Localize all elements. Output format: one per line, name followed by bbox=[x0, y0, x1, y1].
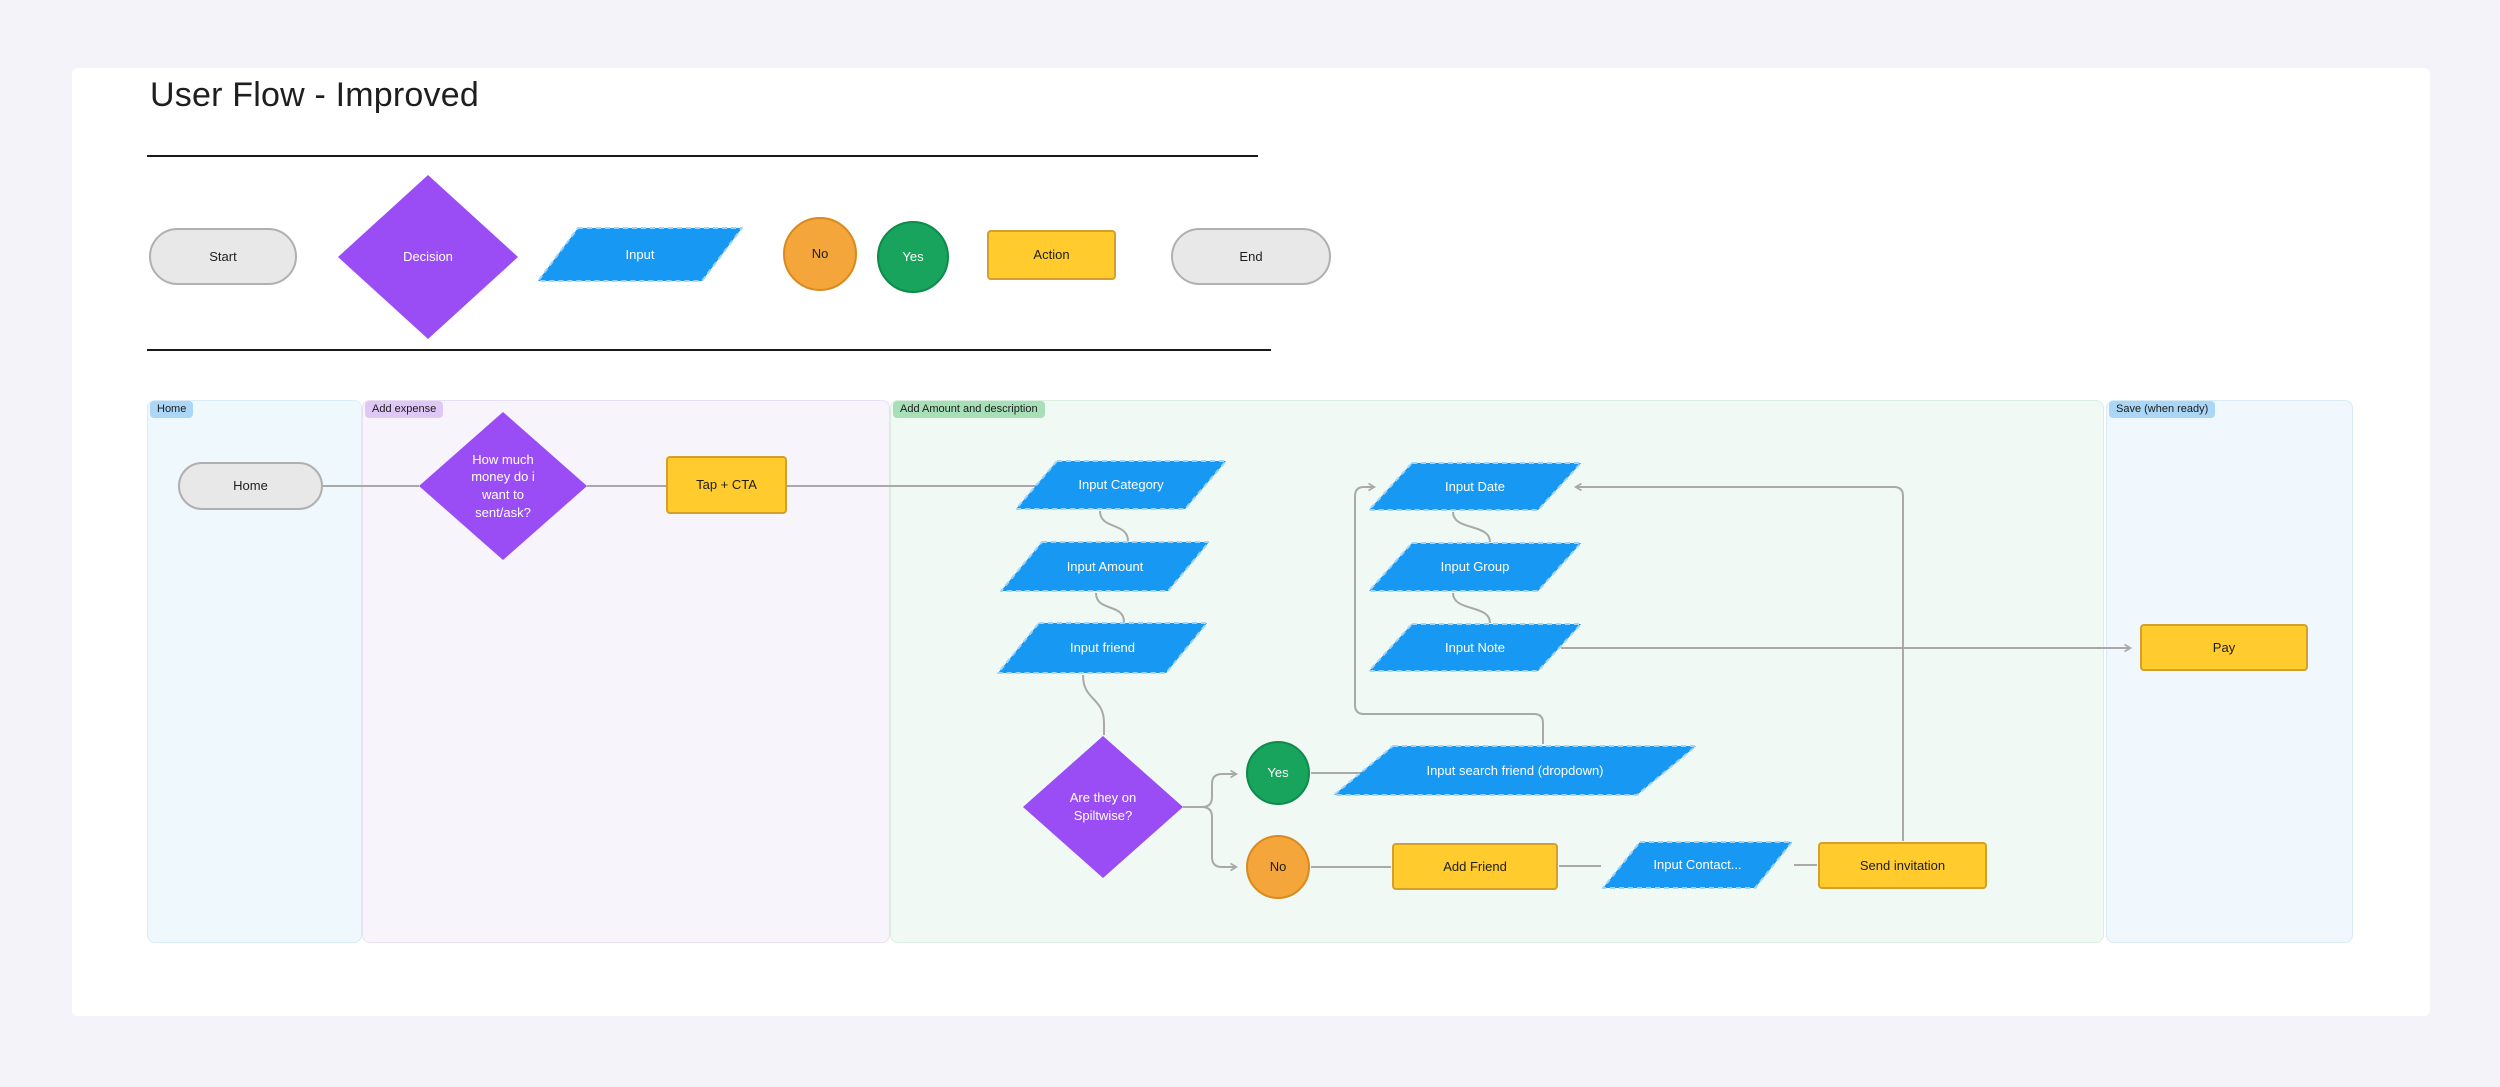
node-home[interactable]: Home bbox=[178, 462, 323, 510]
legend-action[interactable]: Action bbox=[987, 230, 1116, 280]
node-input-date[interactable]: Input Date bbox=[1368, 462, 1582, 511]
wire-friend-to-decision bbox=[1082, 674, 1105, 735]
node-input-group-label: Input Group bbox=[1440, 559, 1510, 575]
separator-line-2 bbox=[147, 349, 1271, 351]
node-input-category[interactable]: Input Category bbox=[1015, 460, 1227, 510]
node-no[interactable]: No bbox=[1246, 835, 1310, 899]
legend-start-label: Start bbox=[209, 248, 237, 264]
wire-searchfriend-to-inputdate bbox=[1354, 482, 1544, 744]
node-yes-label: Yes bbox=[1267, 765, 1289, 781]
legend-decision-label: Decision bbox=[403, 249, 453, 265]
node-input-contact[interactable]: Input Contact... bbox=[1602, 841, 1793, 889]
separator-line-1 bbox=[147, 155, 1258, 157]
legend-input[interactable]: Input bbox=[537, 227, 743, 282]
wire-decision-to-no bbox=[1183, 806, 1239, 872]
legend-input-label: Input bbox=[625, 246, 655, 262]
node-input-amount[interactable]: Input Amount bbox=[1000, 541, 1210, 592]
node-are-they-on-spiltwise-label: Are they on Spiltwise? bbox=[1069, 790, 1137, 823]
wire-group-to-note bbox=[1452, 592, 1491, 624]
node-input-note-label: Input Note bbox=[1445, 639, 1505, 655]
node-add-friend[interactable]: Add Friend bbox=[1392, 843, 1558, 890]
node-input-group[interactable]: Input Group bbox=[1368, 542, 1582, 592]
node-home-label: Home bbox=[233, 478, 268, 494]
node-tap-cta[interactable]: Tap + CTA bbox=[666, 456, 787, 514]
wire-date-to-group bbox=[1452, 511, 1491, 543]
legend-no-label: No bbox=[811, 246, 829, 262]
node-input-note[interactable]: Input Note bbox=[1368, 623, 1582, 672]
parallelogram-shape bbox=[997, 622, 1208, 674]
node-input-search-friend[interactable]: Input search friend (dropdown) bbox=[1333, 745, 1697, 796]
wire-category-to-amount bbox=[1099, 510, 1129, 542]
node-input-search-friend-label: Input search friend (dropdown) bbox=[1426, 762, 1604, 778]
node-yes[interactable]: Yes bbox=[1246, 741, 1310, 805]
parallelogram-shape bbox=[1368, 542, 1582, 592]
node-no-label: No bbox=[1269, 859, 1287, 875]
parallelogram-shape bbox=[1015, 460, 1227, 510]
section-add-amount-and-description-chip[interactable]: Add Amount and description bbox=[893, 401, 1045, 418]
node-how-much-money-label: How much money do i want to sent/ask? bbox=[471, 451, 535, 520]
section-save-when-ready-chip[interactable]: Save (when ready) bbox=[2109, 401, 2216, 418]
page-title: User Flow - Improved bbox=[150, 76, 479, 114]
node-input-contact-label: Input Contact... bbox=[1653, 857, 1742, 873]
node-tap-cta-label: Tap + CTA bbox=[696, 477, 757, 493]
section-save-when-ready bbox=[2106, 400, 2353, 943]
parallelogram-shape bbox=[1368, 623, 1582, 672]
legend-no[interactable]: No bbox=[783, 217, 857, 291]
parallelogram-shape bbox=[1602, 841, 1793, 889]
legend-end[interactable]: End bbox=[1171, 228, 1331, 285]
legend-end-label: End bbox=[1239, 248, 1263, 264]
parallelogram-shape bbox=[1368, 462, 1582, 511]
node-input-friend[interactable]: Input friend bbox=[997, 622, 1208, 674]
parallelogram-shape bbox=[537, 227, 743, 282]
node-input-amount-label: Input Amount bbox=[1066, 558, 1144, 574]
node-input-category-label: Input Category bbox=[1078, 477, 1164, 493]
wire-sendinvitation-to-inputdate bbox=[1573, 482, 1904, 841]
wire-decision-to-yes bbox=[1183, 769, 1239, 808]
node-input-friend-label: Input friend bbox=[1069, 640, 1136, 656]
node-send-invitation-label: Send invitation bbox=[1859, 857, 1946, 873]
legend-yes[interactable]: Yes bbox=[877, 221, 949, 293]
node-input-date-label: Input Date bbox=[1445, 478, 1505, 494]
parallelogram-shape bbox=[1333, 745, 1697, 796]
wire-amount-to-friend bbox=[1095, 592, 1125, 623]
node-pay[interactable]: Pay bbox=[2140, 624, 2308, 671]
section-home-chip[interactable]: Home bbox=[150, 401, 194, 418]
section-add-expense-chip[interactable]: Add expense bbox=[365, 401, 444, 418]
legend-action-label: Action bbox=[1033, 247, 1070, 263]
parallelogram-shape bbox=[1000, 541, 1210, 592]
node-pay-label: Pay bbox=[2212, 639, 2236, 655]
node-send-invitation[interactable]: Send invitation bbox=[1818, 842, 1987, 889]
legend-start[interactable]: Start bbox=[149, 228, 297, 285]
legend-yes-label: Yes bbox=[902, 249, 924, 265]
node-add-friend-label: Add Friend bbox=[1443, 858, 1507, 874]
